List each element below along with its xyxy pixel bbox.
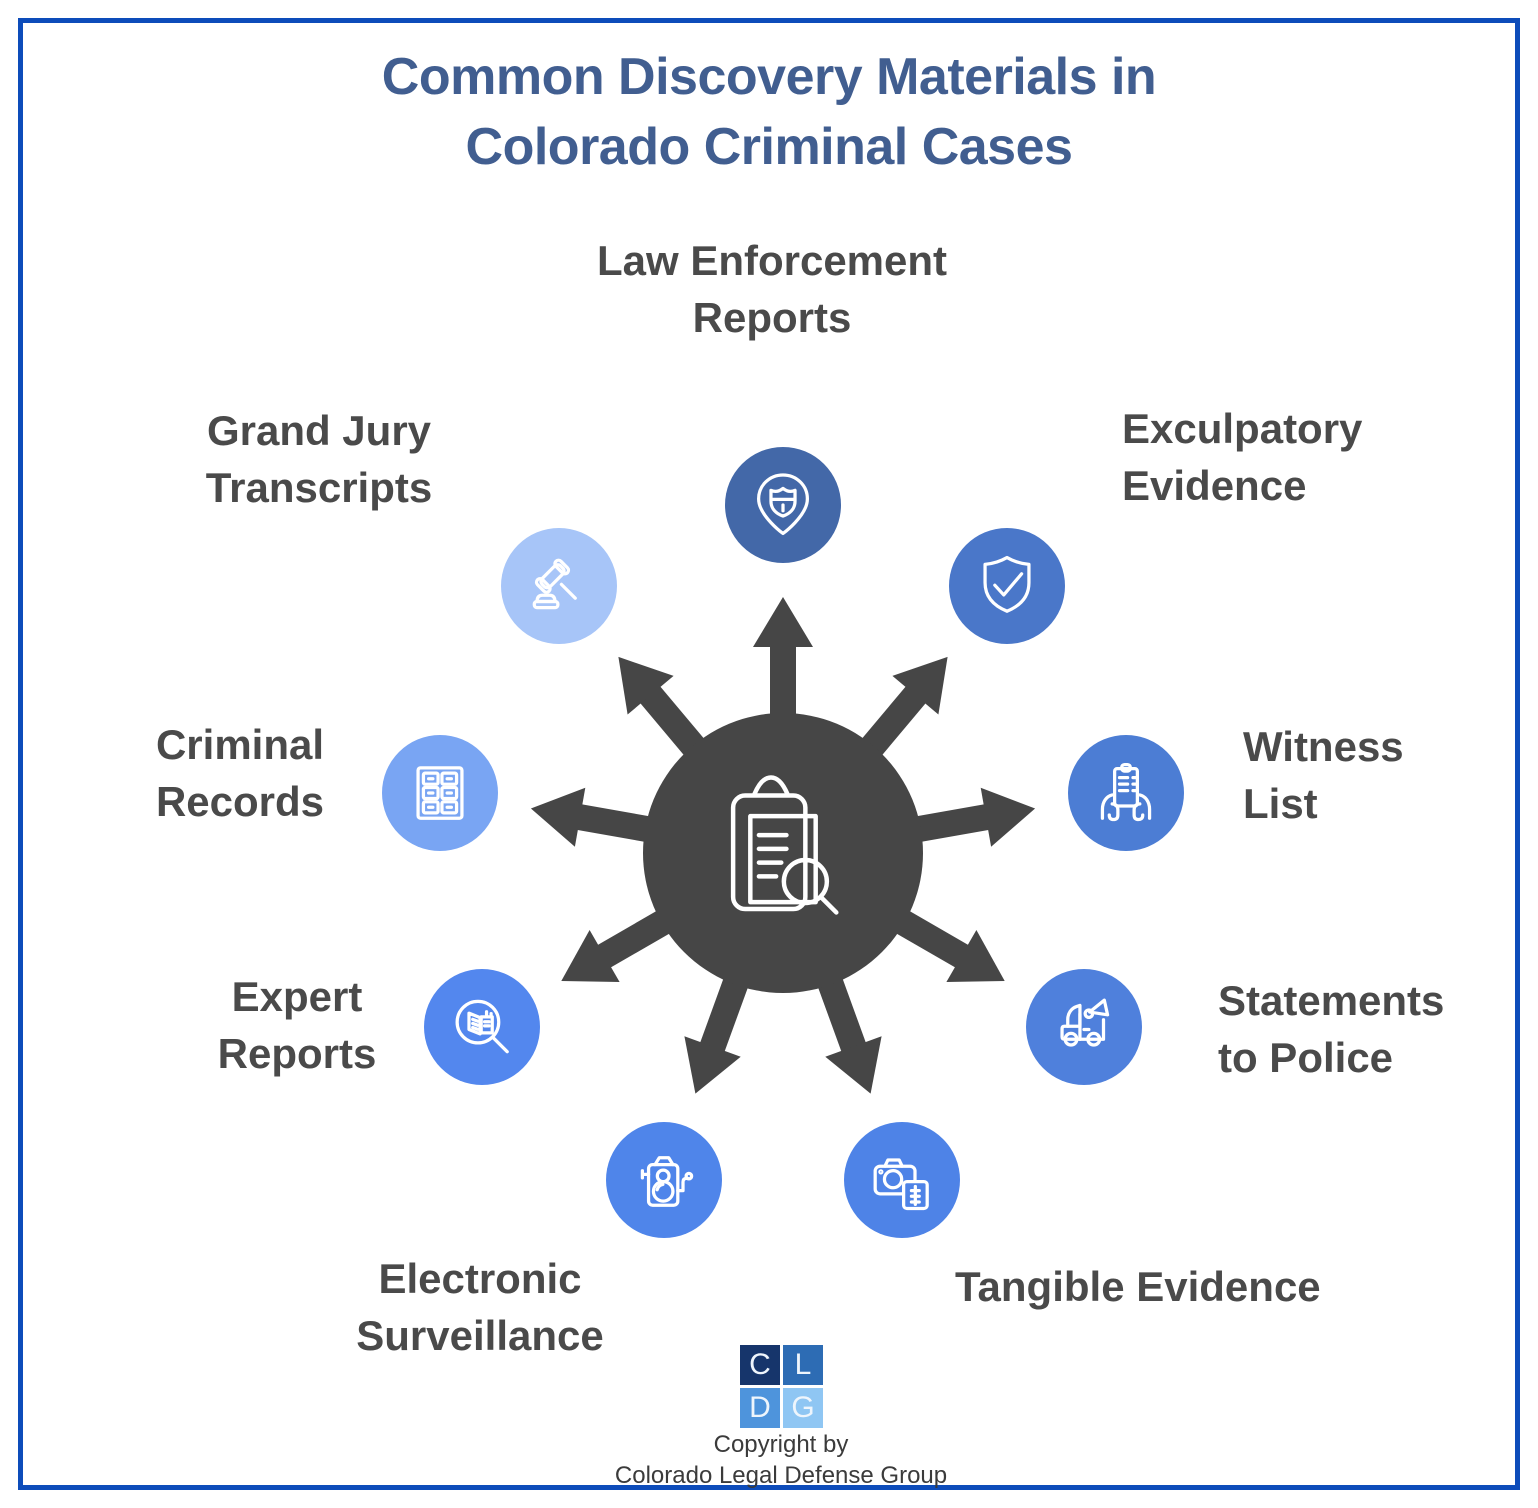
logo-letter: L (794, 1348, 812, 1381)
cldg-logo: C L D G (740, 1345, 823, 1428)
police-badge-pin-icon (757, 473, 809, 536)
node-law-enforcement-reports (725, 447, 841, 563)
shield-check-icon (983, 555, 1031, 613)
node-label: Tangible Evidence (955, 1263, 1321, 1310)
logo-letter: D (749, 1391, 771, 1424)
node-tangible-evidence (844, 1122, 960, 1238)
witness-list-icon (1100, 762, 1152, 822)
node-witness-list (1068, 735, 1184, 851)
node-expert-reports (424, 969, 540, 1085)
card-catalog-icon (416, 766, 464, 820)
magnifier-report-icon (455, 999, 509, 1054)
logo-square-g: G (783, 1388, 823, 1428)
radial-arrows (530, 597, 1036, 1094)
logo-square-l: L (783, 1345, 823, 1385)
copyright-text: Copyright by Colorado Legal Defense Grou… (614, 1431, 948, 1490)
clipboard-magnifier-icon (730, 775, 839, 915)
logo-letter: C (749, 1348, 771, 1381)
node-label: Expert Reports (217, 973, 377, 1078)
node-grand-jury-transcripts (501, 528, 617, 644)
node-electronic-surveillance (606, 1122, 722, 1238)
node-exculpatory-evidence (949, 528, 1065, 644)
node-label: Law Enforcement Reports (596, 237, 948, 342)
node-statements-to-police (1026, 969, 1142, 1085)
logo-square-d: D (740, 1388, 780, 1428)
node-label: Grand Jury Transcripts (205, 407, 433, 512)
gavel-icon (532, 558, 577, 610)
node-label: Witness List (1243, 723, 1404, 828)
node-label: Electronic Surveillance (356, 1255, 604, 1360)
hub-circle (643, 713, 923, 993)
surveillance-camera-icon (640, 1156, 694, 1207)
node-label: Statements to Police (1218, 977, 1445, 1082)
logo-square-c: C (740, 1345, 780, 1385)
camera-notebook-icon (873, 1158, 929, 1211)
node-criminal-records (382, 735, 498, 851)
police-van-megaphone-icon (1060, 998, 1110, 1047)
logo-letter: G (791, 1391, 815, 1424)
node-label: Criminal Records (155, 721, 325, 826)
page-title: Common Discovery Materials in Colorado C… (381, 48, 1157, 177)
hub-icon-wrap (697, 766, 869, 942)
node-label: Exculpatory Evidence (1122, 405, 1363, 510)
